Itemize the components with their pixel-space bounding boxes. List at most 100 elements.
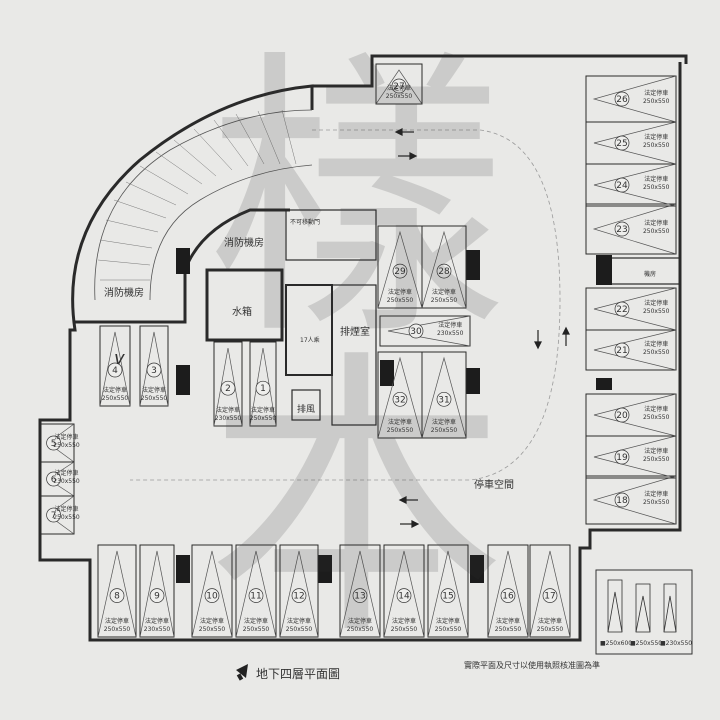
parking-spot-number: 32 <box>394 395 405 405</box>
parking-spot-outline <box>191 544 233 638</box>
parking-spot-number-badge <box>436 391 452 407</box>
parking-spot-number-badge <box>436 263 452 279</box>
parking-spot-number-badge <box>408 323 424 339</box>
parking-spot-tag: 法定停車 <box>644 175 668 183</box>
parking-spot-wedge <box>593 287 677 331</box>
ramp-curve-inner <box>149 164 313 301</box>
parking-spot-tag: 法定停車 <box>105 617 129 625</box>
parking-spot-wedge <box>593 121 677 165</box>
parking-spot-tag: 法定停車 <box>244 617 268 625</box>
parking-spot-tag: 法定停車 <box>538 617 562 625</box>
parking-spot-wedge <box>249 347 277 427</box>
parking-spot-tag: 法定停車 <box>142 386 166 394</box>
parking-spot-number: 18 <box>616 496 628 506</box>
column <box>176 555 190 583</box>
legend-label: ■250x600 <box>600 640 632 647</box>
parking-spot-number-badge <box>391 78 407 94</box>
parking-spot-wedge <box>592 475 677 525</box>
parking-spot-wedge <box>427 550 469 638</box>
parking-spot-outline <box>377 225 423 309</box>
parking-spot-number: 17 <box>544 592 555 602</box>
legend-icon-250x600 <box>607 579 623 633</box>
parking-spot-number: 26 <box>616 95 628 105</box>
column <box>466 250 480 280</box>
parking-spot-tag: 法定停車 <box>496 617 520 625</box>
parking-spot-size: 250x550 <box>643 414 670 421</box>
parking-spot-number: 4 <box>112 366 118 376</box>
parking-spot-tag: 法定停車 <box>55 469 79 477</box>
parking-spot-wedge <box>593 393 677 437</box>
parking-spot-size: 250x550 <box>431 427 458 434</box>
parking-spot-number-badge <box>149 588 165 603</box>
parking-spot-tag: 法定停車 <box>432 418 456 426</box>
parking-spot-tag: 法定停車 <box>388 288 412 296</box>
parking-spot-outline <box>97 544 137 638</box>
legend-label: ■230x550 <box>660 640 692 647</box>
parking-spot-number: 12 <box>293 592 304 602</box>
parking-spot-number: 19 <box>616 453 628 463</box>
parking-spot-outline <box>279 544 319 638</box>
parking-spot-number-badge <box>614 492 630 508</box>
parking-spot-outline <box>487 544 529 638</box>
parking-spot-number-badge <box>392 263 408 279</box>
column <box>176 365 190 395</box>
parking-spots: 1法定停車250x5502法定停車230x5503法定停車250x5504法定停… <box>39 63 677 638</box>
drive-aisle-loop <box>130 129 561 481</box>
parking-spot-wedge <box>377 230 423 309</box>
ramp-hatch <box>97 109 297 281</box>
parking-spot-number-badge <box>500 588 516 603</box>
parking-spot-tag: 法定停車 <box>55 433 79 441</box>
parking-spot-number-badge <box>109 588 125 603</box>
arrow-left-icon <box>398 496 418 504</box>
caption-note: 實際平面及尺寸以使用執照核准圖為準 <box>464 660 600 670</box>
parking-spot-number-badge <box>392 391 408 407</box>
parking-spot-wedge <box>213 347 243 427</box>
parking-spot-number: 16 <box>502 592 514 602</box>
parking-spot-number-badge <box>614 91 630 107</box>
parking-spot-number-badge <box>46 507 61 523</box>
parking-spot-size: 250x550 <box>643 349 670 356</box>
parking-spot-number-badge <box>255 380 271 396</box>
parking-spot-wedge <box>593 163 677 207</box>
parking-spot-number-badge <box>248 588 264 603</box>
elevator-label: 17人乘 <box>300 336 320 344</box>
parking-spot-tag: 法定停車 <box>251 406 275 414</box>
parking-spot-tag: 法定停車 <box>644 447 668 455</box>
stair-box <box>285 209 377 261</box>
parking-spot-number-badge <box>542 588 558 603</box>
parking-spot-number: 27 <box>393 82 404 92</box>
parking-spot-number: 29 <box>394 267 406 277</box>
parking-spot-size: 250x550 <box>199 626 226 633</box>
parking-spot-number-badge <box>614 407 630 423</box>
parking-spot-tag: 法定停車 <box>436 617 460 625</box>
parking-spot-number: 5 <box>51 439 57 449</box>
parking-spot-size: 250x550 <box>391 626 418 633</box>
parking-spot-number-badge <box>352 588 368 603</box>
parking-spot-outline <box>99 325 131 407</box>
parking-spot-outline <box>585 203 677 255</box>
parking-spot-tag: 法定停車 <box>200 617 224 625</box>
parking-spot-number: 3 <box>151 366 157 376</box>
parking-spot-wedge <box>377 356 423 439</box>
parking-spot-size: 250x550 <box>102 395 129 402</box>
parking-spot-outline <box>339 544 381 638</box>
arrow-right-icon <box>400 520 420 528</box>
parking-spot-number: 8 <box>114 592 120 602</box>
parking-spot-outline <box>139 325 169 407</box>
parking-spot-wedge <box>375 69 423 105</box>
parking-spot-number-badge <box>220 380 236 396</box>
parking-spot-number-badge <box>614 449 630 465</box>
parking-spot-size: 250x550 <box>141 395 168 402</box>
parking-spot-tag: 法定停車 <box>644 133 668 141</box>
column <box>596 255 612 285</box>
arrow-down-icon <box>534 330 542 350</box>
